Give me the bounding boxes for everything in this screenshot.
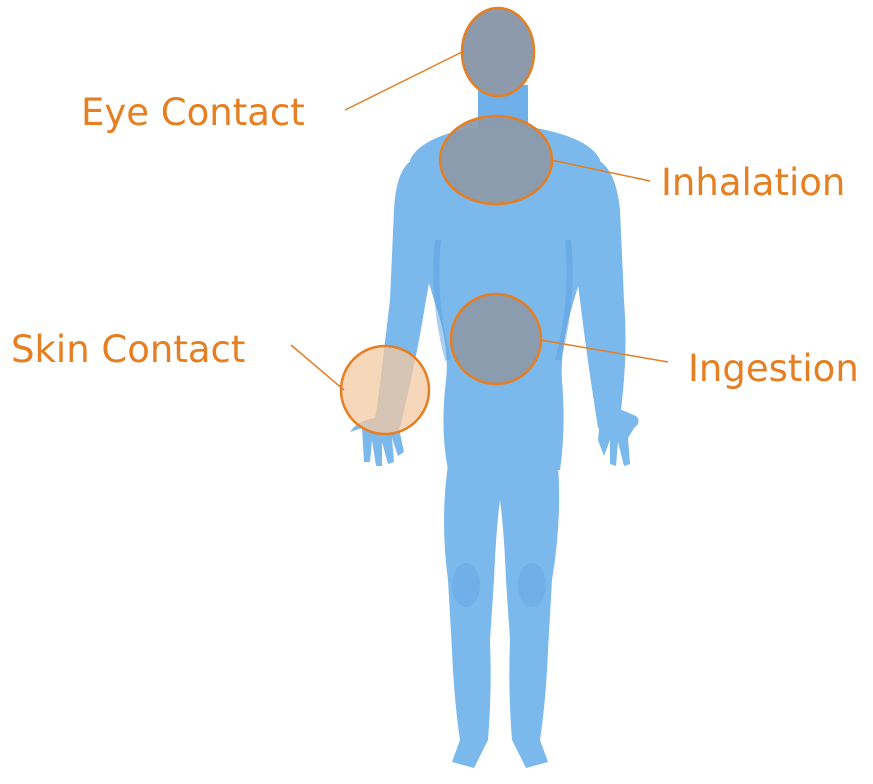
eye-contact-label: Eye Contact bbox=[81, 94, 305, 131]
eye-contact-leader-line bbox=[345, 52, 462, 110]
inhalation-label: Inhalation bbox=[661, 164, 845, 201]
skin-contact-leader-line bbox=[291, 345, 344, 390]
skin-contact-label: Skin Contact bbox=[11, 331, 245, 368]
head-zone bbox=[462, 8, 534, 96]
abdomen-zone bbox=[451, 294, 541, 384]
ingestion-label: Ingestion bbox=[688, 350, 859, 387]
hand-zone bbox=[341, 346, 429, 434]
chest-zone bbox=[440, 116, 552, 204]
